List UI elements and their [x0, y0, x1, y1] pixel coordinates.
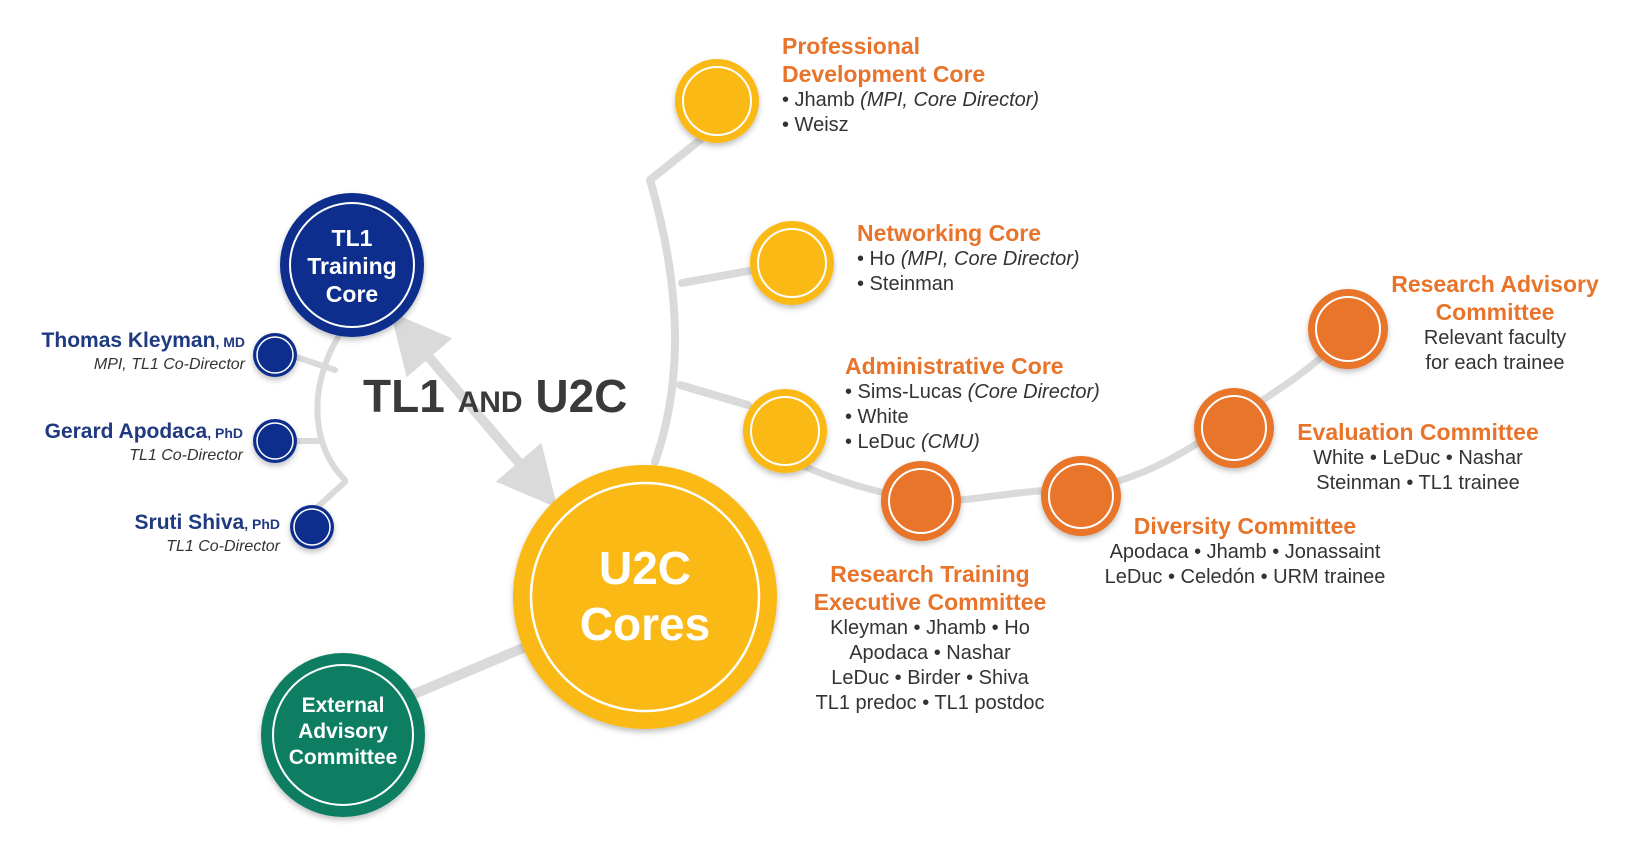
u2c-core-label: U2C Cores [579, 542, 711, 650]
heading-tl1: TL1 [363, 370, 445, 422]
apodaca-node [253, 419, 297, 463]
diversity-members: Apodaca • Jhamb • Jonassaint LeDuc • Cel… [1104, 541, 1386, 588]
evaluation-members: White • LeDuc • Nashar Steinman • TL1 tr… [1313, 447, 1523, 494]
professional-dev-node [675, 59, 759, 143]
professional-dev-members: • Jhamb (MPI, Core Director) • Weisz [782, 89, 1040, 136]
orange-committee-nodes [881, 289, 1388, 541]
research-advisory-label: Research Advisory Committee Relevant fac… [1380, 270, 1610, 376]
shiva-degree: , PhD [244, 516, 280, 532]
professional-dev-title: Professional Development Core [782, 33, 986, 87]
connector-external [395, 640, 535, 705]
research-advisory-node [1308, 289, 1388, 369]
right-arc [646, 176, 679, 466]
administrative-members: • Sims-Lucas (Core Director) • White • L… [845, 381, 1100, 453]
diversity-label: Diversity Committee Apodaca • Jhamb • Jo… [1095, 512, 1395, 590]
main-heading: TL1 AND U2C [363, 370, 627, 429]
research-training-node [881, 461, 961, 541]
research-advisory-members: Relevant faculty for each trainee [1423, 327, 1567, 374]
connector-administrative [676, 381, 752, 409]
tl1-core-label: TL1 Training Core [307, 225, 397, 307]
evaluation-node [1194, 388, 1274, 468]
external-label: External Advisory Committee [288, 694, 398, 769]
evaluation-title: Evaluation Committee [1297, 419, 1539, 445]
administrative-node [743, 389, 827, 473]
apodaca-degree: , PhD [207, 425, 243, 441]
networking-title: Networking Core [857, 220, 1042, 246]
connector-kleyman [287, 352, 338, 373]
networking-node [750, 221, 834, 305]
diversity-node [1041, 456, 1121, 536]
administrative-label: Administrative Core • Sims-Lucas (Core D… [845, 352, 1100, 455]
administrative-title: Administrative Core [845, 353, 1064, 379]
apodaca-name: Gerard Apodaca [44, 420, 208, 443]
external-advisory-node [261, 653, 425, 817]
person-kleyman: Thomas Kleyman, MD MPI, TL1 Co-Director [42, 328, 245, 375]
connector-networking [678, 266, 758, 287]
research-advisory-title: Research Advisory Committee [1391, 271, 1599, 325]
connector-professional [646, 136, 704, 184]
research-training-members: Kleyman • Jhamb • Ho Apodaca • Nashar Le… [815, 617, 1045, 714]
research-training-label: Research Training Executive Committee Kl… [800, 560, 1060, 716]
person-apodaca: Gerard Apodaca, PhD TL1 Co-Director [45, 419, 243, 466]
diversity-title: Diversity Committee [1133, 513, 1357, 539]
kleyman-node [253, 333, 297, 377]
double-arrow [390, 312, 558, 508]
kleyman-name: Thomas Kleyman [41, 329, 216, 352]
tl1-training-core-node [280, 193, 424, 337]
evaluation-label: Evaluation Committee White • LeDuc • Nas… [1283, 418, 1553, 496]
networking-label: Networking Core • Ho (MPI, Core Director… [857, 219, 1080, 297]
professional-dev-label: Professional Development Core • Jhamb (M… [782, 32, 1039, 138]
left-arc [314, 317, 353, 483]
kleyman-role: MPI, TL1 Co-Director [93, 356, 245, 373]
shiva-role: TL1 Co-Director [166, 538, 280, 555]
research-training-title: Research Training Executive Committee [813, 561, 1047, 615]
networking-members: • Ho (MPI, Core Director) • Steinman [857, 248, 1080, 295]
yellow-core-nodes [675, 59, 834, 473]
person-shiva: Sruti Shiva, PhD TL1 Co-Director [135, 510, 280, 557]
person-nodes [253, 333, 334, 549]
heading-and: AND [457, 386, 523, 419]
u2c-cores-node [513, 465, 777, 729]
shiva-name: Sruti Shiva [134, 511, 245, 534]
shiva-node [290, 505, 334, 549]
heading-u2c: U2C [535, 370, 628, 422]
kleyman-degree: , MD [215, 334, 245, 350]
apodaca-role: TL1 Co-Director [129, 447, 243, 464]
